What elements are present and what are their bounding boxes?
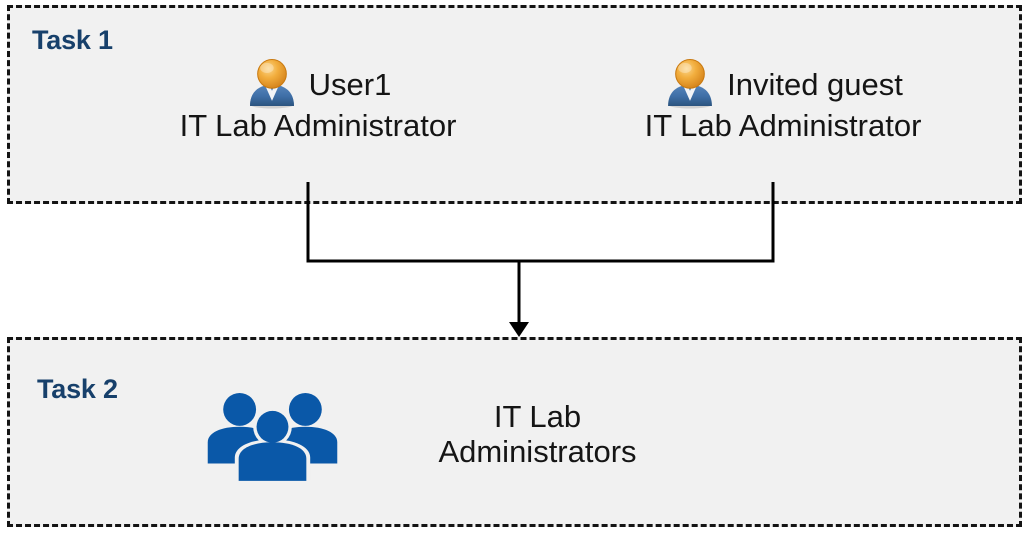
task1-member-invited-guest: Invited guest IT Lab Administrator: [583, 56, 983, 143]
member-role: IT Lab Administrator: [644, 108, 922, 143]
task2-label: Task 2: [37, 374, 118, 404]
task1-label: Task 1: [32, 25, 113, 55]
group-name-line2: Administrators: [438, 434, 637, 469]
member-role: IT Lab Administrator: [179, 108, 457, 143]
member-header-row: User1: [128, 56, 508, 112]
member-header-row: Invited guest: [583, 56, 983, 112]
member-name: User1: [308, 66, 392, 102]
task1-member-user1: User1 IT Lab Administrator: [128, 56, 508, 143]
member-name: Invited guest: [727, 66, 903, 102]
user-icon: [668, 59, 713, 109]
user-icon: [249, 59, 294, 109]
group-name: IT Lab Administrators: [355, 400, 720, 469]
task2-panel: Task 2: [7, 337, 1022, 527]
task1-panel: Task 1: [7, 5, 1022, 204]
task2-group-row: IT Lab Administrators: [200, 380, 720, 490]
group-of-people-icon: [207, 392, 338, 481]
group-name-line1: IT Lab: [493, 399, 582, 435]
